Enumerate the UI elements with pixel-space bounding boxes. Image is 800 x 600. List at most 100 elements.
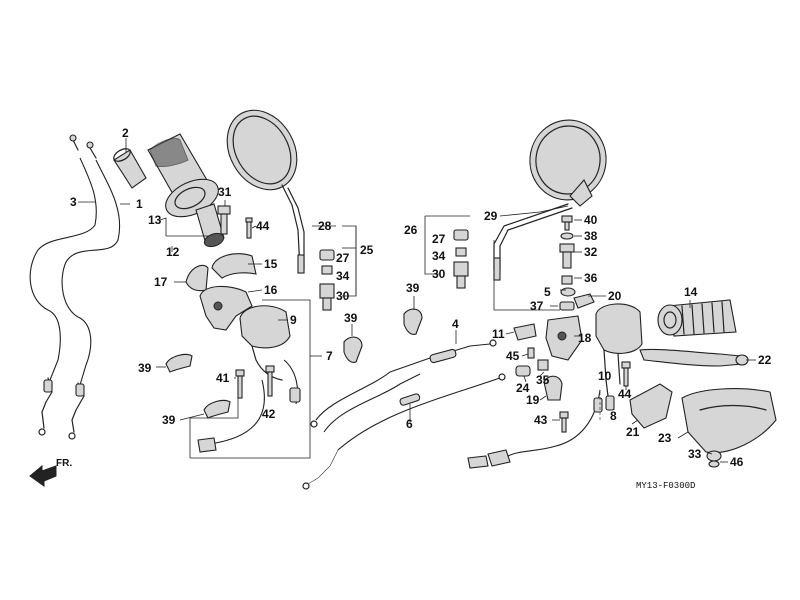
callout-34-left: 34 <box>336 269 350 283</box>
throttle-grip-12 <box>147 133 219 218</box>
front-direction-arrow: FR. <box>29 458 72 487</box>
pivot-36 <box>561 275 573 285</box>
bolt-31 <box>217 205 231 235</box>
nut-37 <box>559 301 575 311</box>
callout-15: 15 <box>264 257 278 271</box>
callout-41: 41 <box>216 371 230 385</box>
grip-cover-2 <box>113 148 147 189</box>
callout-18: 18 <box>578 331 592 345</box>
throttle-pipe-13 <box>195 203 225 248</box>
callout-39-right: 39 <box>406 281 420 295</box>
leader-lines <box>78 138 756 463</box>
callout-36: 36 <box>584 271 598 285</box>
callout-37: 37 <box>530 299 544 313</box>
mirror-nut-27-right <box>453 229 469 241</box>
callout-44-right: 44 <box>618 387 632 401</box>
bolt-32 <box>559 243 575 269</box>
housing-upper-15 <box>211 253 257 279</box>
callout-27-right: 27 <box>432 232 446 246</box>
callout-labels: 1 2 3 4 5 6 7 8 9 10 11 12 13 14 15 16 1… <box>70 126 772 469</box>
callout-35: 35 <box>536 373 550 387</box>
housing-lower-16 <box>199 285 253 331</box>
throttle-cable-3 <box>29 134 97 436</box>
callout-14: 14 <box>684 285 698 299</box>
callout-1: 1 <box>136 197 143 211</box>
callout-27-left: 27 <box>336 251 350 265</box>
screw-45 <box>527 347 535 359</box>
callout-32: 32 <box>584 245 598 259</box>
callout-16: 16 <box>264 283 278 297</box>
callout-30-right: 30 <box>432 267 446 281</box>
mirror-nut-27-left <box>319 249 335 261</box>
callout-46: 46 <box>730 455 744 469</box>
choke-cable-6 <box>302 373 506 490</box>
cable-holder-20 <box>573 293 595 309</box>
callout-31: 31 <box>218 185 232 199</box>
switch-wire-8 <box>467 389 615 469</box>
callout-45: 45 <box>506 349 520 363</box>
callout-28: 28 <box>318 219 332 233</box>
callout-17: 17 <box>154 275 168 289</box>
guard-bracket-21 <box>629 383 673 429</box>
callout-43: 43 <box>534 413 548 427</box>
screw-41 <box>235 369 245 399</box>
hand-guard-23 <box>681 388 777 454</box>
mirror-adapter-30-left <box>319 283 335 311</box>
left-handlebar-switch-9 <box>197 305 301 453</box>
mirror-adapter-30-right <box>453 261 469 289</box>
callout-5: 5 <box>544 285 551 299</box>
cable-clamp-39-left-upper <box>165 353 193 373</box>
callout-19: 19 <box>526 393 540 407</box>
callout-38: 38 <box>584 229 598 243</box>
callout-4: 4 <box>452 317 459 331</box>
pin-5 <box>560 287 576 297</box>
cable-clamp-39-right <box>403 308 423 335</box>
cable-clamp-39-center <box>343 336 363 363</box>
callout-9: 9 <box>290 313 297 327</box>
callout-25: 25 <box>360 243 374 257</box>
callout-34-right: 34 <box>432 249 446 263</box>
screw-42 <box>265 365 275 397</box>
callout-20: 20 <box>608 289 622 303</box>
callout-21: 21 <box>626 425 640 439</box>
nut-46 <box>708 460 720 468</box>
collar-33 <box>706 450 722 462</box>
housing-piece-17 <box>185 264 209 292</box>
washer-38 <box>560 232 574 240</box>
lever-holder-18 <box>545 315 583 361</box>
callout-39-left-upper: 39 <box>138 361 152 375</box>
front-label: FR. <box>56 458 72 469</box>
adjuster-24 <box>515 365 531 377</box>
drawing-code: MY13-F0300D <box>636 481 695 491</box>
callout-23: 23 <box>658 431 672 445</box>
callout-39-center: 39 <box>344 311 358 325</box>
left-grip-14 <box>657 299 737 337</box>
left-mirror-28 <box>226 109 305 274</box>
callout-44-left: 44 <box>256 219 270 233</box>
callout-7: 7 <box>326 349 333 363</box>
callout-8: 8 <box>610 409 617 423</box>
callout-12: 12 <box>166 245 180 259</box>
clamp-19 <box>543 375 563 401</box>
callout-22: 22 <box>758 353 772 367</box>
callout-29: 29 <box>484 209 498 223</box>
mirror-washer-34-left <box>321 265 333 275</box>
right-mirror-29 <box>493 119 607 281</box>
callout-33: 33 <box>688 447 702 461</box>
callout-13: 13 <box>148 213 162 227</box>
callout-10: 10 <box>598 369 612 383</box>
front-arrow-icon <box>29 464 57 487</box>
bolt-40 <box>561 215 573 231</box>
callout-6: 6 <box>406 417 413 431</box>
callout-26: 26 <box>404 223 418 237</box>
callout-11: 11 <box>492 327 505 341</box>
callout-3: 3 <box>70 195 77 209</box>
screw-44 <box>245 217 253 239</box>
callout-24: 24 <box>516 381 530 395</box>
screw-43 <box>559 411 569 433</box>
bracket-11 <box>513 323 537 341</box>
callout-42: 42 <box>262 407 276 421</box>
screw-44-right <box>621 361 631 387</box>
callout-40: 40 <box>584 213 598 227</box>
